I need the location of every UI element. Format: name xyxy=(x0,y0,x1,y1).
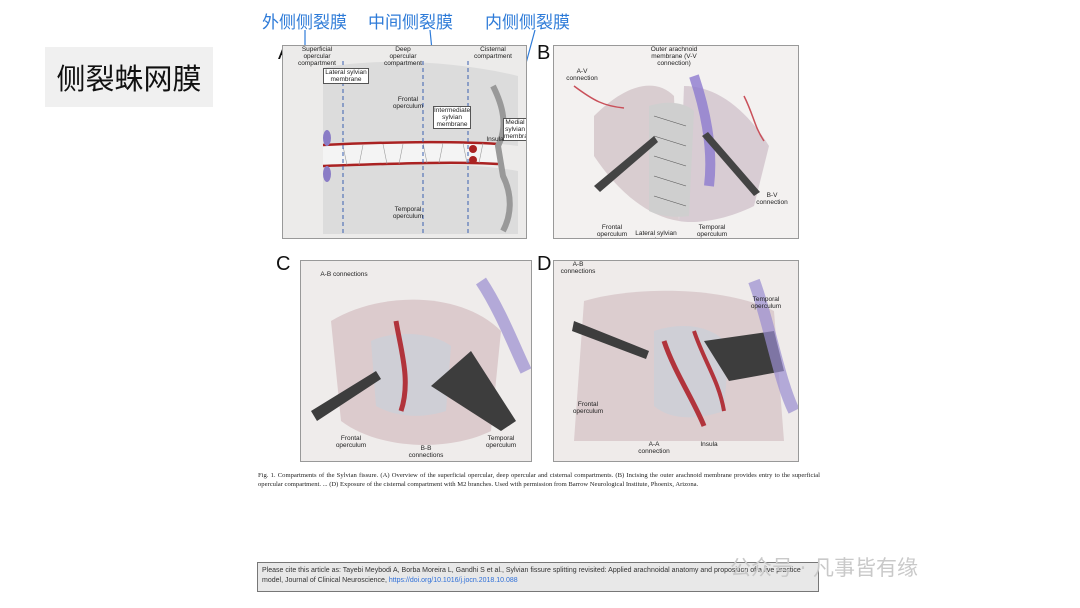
a-intermediate-membrane-label: Intermediate sylvian membrane xyxy=(433,106,471,129)
d-ab-label: A-B connections xyxy=(560,261,596,275)
citation-text: Please cite this article as: Tayebi Meyb… xyxy=(262,567,801,584)
b-bv-label: B-V connection xyxy=(756,192,788,206)
panel-b-illustration: Outer arachnoid membrane (V-V connection… xyxy=(553,45,799,239)
a-insula-label: Insula xyxy=(486,136,504,143)
panel-d-illustration: A-B connections Temporal operculum Front… xyxy=(553,260,799,462)
c-temporal-label: Temporal operculum xyxy=(485,435,517,449)
doi-link[interactable]: https://doi.org/10.1016/j.jocn.2018.10.0… xyxy=(388,576,518,584)
panel-letter-c: C xyxy=(276,253,291,275)
a-temporal-label: Temporal operculum xyxy=(392,206,424,220)
b-lateral-membrane-label: Lateral sylvian membrane xyxy=(635,230,677,238)
c-ab-label: A-B connections xyxy=(320,271,368,278)
b-temporal-label: Temporal operculum xyxy=(696,224,728,238)
figure-caption: Fig. 1. Compartments of the Sylvian fiss… xyxy=(258,472,820,488)
a-frontal-label: Frontal operculum xyxy=(392,96,424,110)
citation-box: Please cite this article as: Tayebi Meyb… xyxy=(257,562,819,592)
panel-a-illustration: Superficial opercular compartment Deep o… xyxy=(282,45,527,239)
a-superficial-label: Superficial opercular compartment xyxy=(298,46,336,67)
a-deep-label: Deep opercular compartment xyxy=(384,46,422,67)
watermark: 公众号 · 凡事皆有缘 xyxy=(730,556,919,580)
b-av-label: A-V connection xyxy=(566,68,598,82)
label-lateral-membrane: 外侧侧裂膜 xyxy=(262,13,347,33)
d-aa-label: A-A connection xyxy=(638,441,670,455)
panel-letter-b: B xyxy=(537,42,551,64)
b-frontal-label: Frontal operculum xyxy=(596,224,628,238)
d-insula-label: Insula xyxy=(700,441,718,448)
c-frontal-label: Frontal operculum xyxy=(335,435,367,449)
panel-letter-d: D xyxy=(537,253,552,275)
d-frontal-label: Frontal operculum xyxy=(572,401,604,415)
slide-title: 侧裂蛛网膜 xyxy=(45,47,213,107)
a-lateral-membrane-label: Lateral sylvian membrane xyxy=(323,68,369,84)
c-bb-label: B-B connections xyxy=(408,445,444,459)
panel-c-illustration: A-B connections Frontal operculum B-B co… xyxy=(300,260,532,462)
a-medial-membrane-label: Medial sylvian membrane xyxy=(503,118,526,141)
label-medial-membrane: 内侧侧裂膜 xyxy=(485,13,570,33)
b-outer-membrane-label: Outer arachnoid membrane (V-V connection… xyxy=(650,46,698,67)
label-intermediate-membrane: 中间侧裂膜 xyxy=(368,13,453,33)
a-cisternal-label: Cisternal compartment xyxy=(474,46,512,60)
d-temporal-label: Temporal operculum xyxy=(750,296,782,310)
